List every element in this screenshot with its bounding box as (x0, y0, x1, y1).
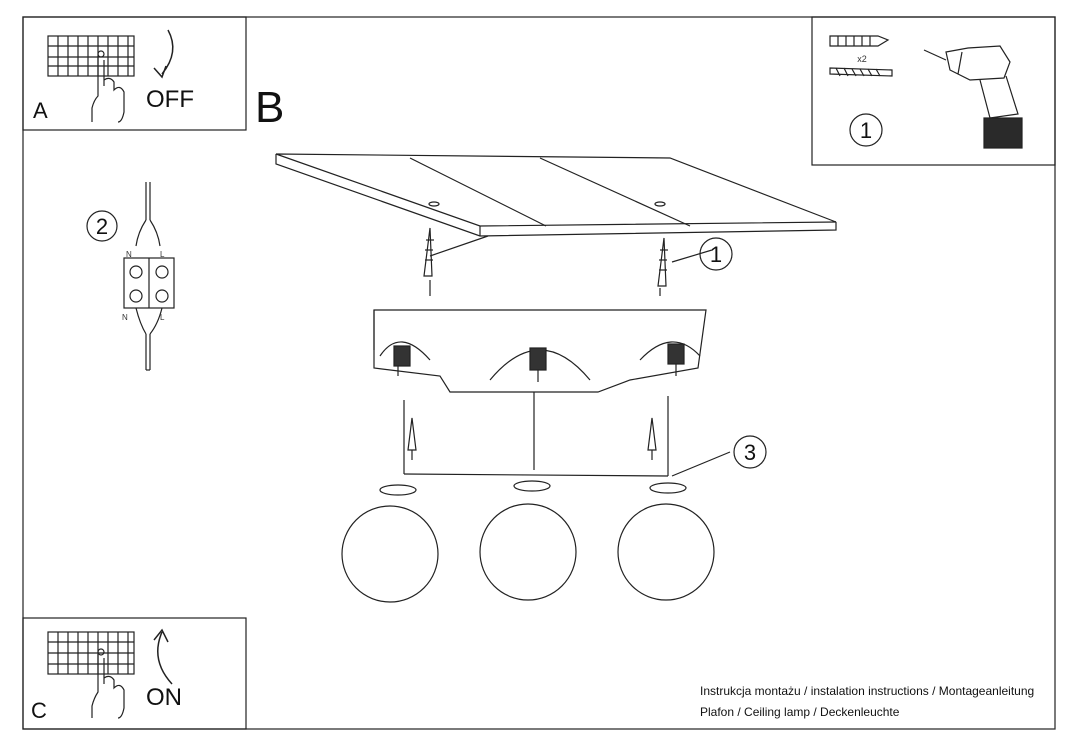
panel-a-letter: A (33, 98, 48, 123)
panel-b-letter: B (255, 83, 285, 132)
glass-globes (341, 503, 715, 603)
step-circle-ceiling (699, 237, 733, 271)
terminal-label-n-top: N (126, 250, 132, 259)
ceiling (275, 153, 837, 237)
globe-right (617, 503, 715, 601)
step-circle-drill (849, 113, 883, 147)
screw-icon (829, 67, 893, 77)
panel-a-frame (22, 16, 247, 131)
terminal-label-l-bottom: L (160, 313, 165, 322)
terminal-label-n-bottom: N (122, 313, 128, 322)
canopy-assembly (403, 392, 731, 477)
step-label-drill: 1 (860, 118, 872, 143)
dowel-leader (671, 249, 713, 263)
step-label-wiring: 2 (96, 214, 108, 239)
arrow-up-icon (157, 631, 173, 685)
socket-right (667, 343, 685, 365)
globe-left (341, 505, 439, 603)
panel-c-switch-on (22, 617, 247, 730)
outer-frame (22, 16, 1056, 730)
drill-icon (923, 45, 1023, 149)
wall-plug-icon (829, 35, 890, 47)
canopy-leader (671, 451, 731, 477)
breaker-box-icon (47, 35, 135, 77)
hand-icon (91, 654, 125, 719)
breaker-box-icon (47, 631, 135, 675)
panel-c-frame (22, 617, 247, 730)
step-circle-wiring (86, 210, 118, 242)
lamp-body (373, 309, 707, 393)
panel-c-letter: C (31, 698, 47, 723)
step-circle-canopy (733, 435, 767, 469)
socket-left (393, 345, 411, 367)
arrow-down-icon (161, 29, 174, 75)
ceiling-dowels (423, 227, 713, 296)
panel-a-switch-off (22, 16, 247, 131)
rotation-arrows (379, 480, 687, 496)
panel-a-state: OFF (146, 86, 194, 113)
panel-c-state: ON (146, 684, 182, 711)
socket-middle (529, 347, 547, 371)
footer-product: Plafon / Ceiling lamp / Deckenleuchte (700, 705, 900, 719)
terminal-label-l-top: L (160, 250, 165, 259)
footer-instructions: Instrukcja montażu / instalation instruc… (700, 684, 1035, 698)
step-label-canopy: 3 (744, 440, 756, 465)
wiring-terminal-block (123, 182, 175, 371)
step-label-ceiling: 1 (710, 242, 722, 267)
panel-tools (811, 16, 1056, 166)
panel-tools-frame (811, 16, 1056, 166)
globe-middle (479, 503, 577, 601)
hand-icon (91, 56, 125, 123)
quantity-label: x2 (857, 54, 867, 64)
